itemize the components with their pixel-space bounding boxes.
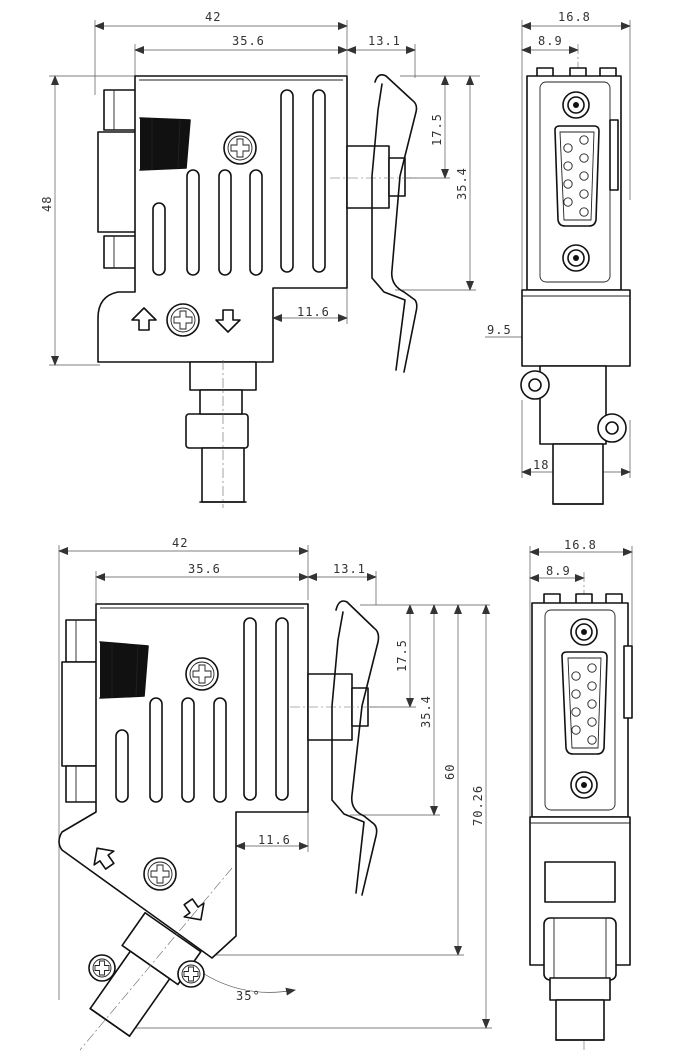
dsub-connector [561,651,608,755]
screw-icon [223,131,257,165]
screw-icon [88,954,116,982]
screw-icon [143,857,177,891]
dim-width-overall-2: 42 [58,536,309,1000]
dim-clip-height: 35.4 [395,75,476,291]
dim-label: 8.9 [546,564,571,578]
dim-label: 70.26 [471,785,485,826]
dim-height-overall-2: 70.26 [130,604,492,1029]
dim-label: 8.9 [538,34,563,48]
dim-plug-offset: 17.5 [400,75,480,179]
dim-label: 35.4 [419,695,433,728]
dim-label: 9.5 [487,323,512,337]
front-view-bottom: 16.8 8.9 [529,538,633,1050]
dim-width-body-2: 35.6 [95,562,309,605]
dim-label: 42 [172,536,188,550]
dim-label: 11.6 [258,833,291,847]
screw-icon [177,960,205,988]
dim-label: 16.8 [558,10,591,24]
dim-front-width-2: 16.8 [529,538,633,820]
dim-label: 42 [205,10,221,24]
dim-step-width-2: 11.6 [235,812,309,852]
dim-label: 16.8 [564,538,597,552]
dim-angle: 35° [194,967,296,1003]
dim-label: 60 [443,764,457,780]
dim-height-overall: 48 [40,75,135,366]
dim-width-overall: 42 [94,10,348,95]
dim-front-width: 16.8 [521,10,631,290]
dim-plug-offset-2: 17.5 [360,604,490,708]
dim-label: 17.5 [430,113,444,146]
dim-label: 35° [236,989,261,1003]
dim-label: 35.4 [455,167,469,200]
front-view-top: 16.8 8.9 9.5 18 [485,10,631,505]
dim-label: 48 [40,196,54,212]
screw-icon [166,303,200,337]
dim-label: 35.6 [188,562,221,576]
dim-clip-height-2: 35.4 [350,604,440,816]
side-view-bottom: 42 35.6 13.1 17.5 35.4 60 [58,536,492,1051]
dim-label: 17.5 [395,639,409,672]
dim-label: 18 [533,458,549,472]
dim-label: 13.1 [333,562,366,576]
dim-clip-depth-2: 13.1 [307,562,377,605]
screw-icon [185,657,219,691]
dim-label: 13.1 [368,34,401,48]
side-view-top: 42 35.6 13.1 48 17.5 35.4 [40,10,480,508]
dim-clip-depth: 13.1 [346,34,416,78]
dim-step-width: 11.6 [272,288,348,324]
dim-width-body: 35.6 [134,34,348,78]
dim-height-body: 60 [210,604,464,956]
dim-label: 11.6 [297,305,330,319]
dim-label: 35.6 [232,34,265,48]
dsub-connector [554,125,600,227]
